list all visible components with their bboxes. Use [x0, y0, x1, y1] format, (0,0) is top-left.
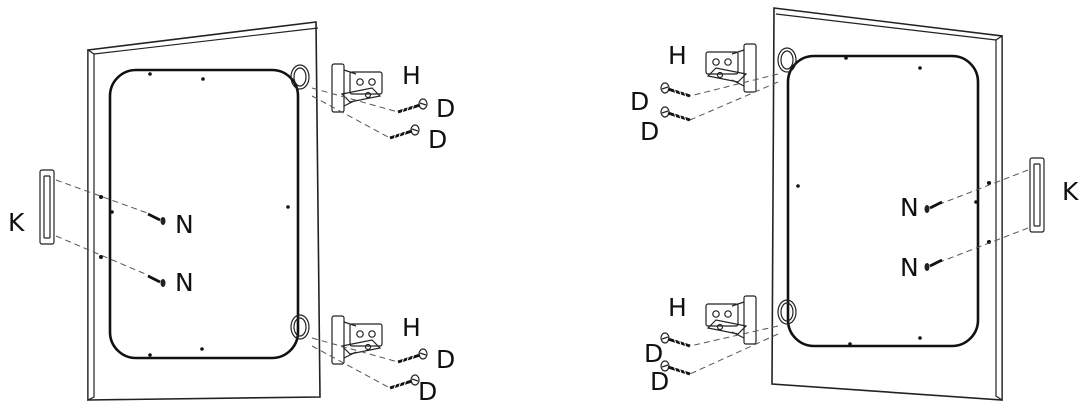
screw-d-label: D: [630, 87, 649, 116]
screw-d-label: D: [436, 345, 455, 374]
hinge-label: H: [402, 313, 421, 342]
wood-screw-icon: [396, 97, 429, 115]
screw-n-label: N: [900, 253, 919, 282]
right-handle: [1029, 157, 1045, 233]
hinge-icon: [705, 43, 757, 93]
handle-label: K: [8, 208, 25, 237]
wood-screw-icon: [659, 105, 692, 123]
screw-d-label: D: [650, 367, 669, 396]
right-door-panel-groove: [786, 54, 980, 348]
hinge-label: H: [668, 293, 687, 322]
screw-d-label: D: [418, 377, 437, 406]
screw-d-label: D: [428, 125, 447, 154]
wood-screw-icon: [388, 373, 421, 391]
hinge-icon: [331, 315, 383, 365]
hinge-label: H: [402, 61, 421, 90]
hinge-label: H: [668, 41, 687, 70]
screw-d-label: D: [436, 94, 455, 123]
wood-screw-icon: [659, 331, 692, 349]
hinge-icon: [705, 295, 757, 345]
screw-n-label: N: [175, 268, 194, 297]
hinge-cup-hole: [777, 299, 797, 325]
screw-n-label: N: [175, 210, 194, 239]
wood-screw-icon: [396, 347, 429, 365]
hinge-cup-hole: [290, 64, 310, 90]
hinge-cup-hole: [290, 314, 310, 340]
handle-label: K: [1062, 177, 1079, 206]
screw-d-label: D: [644, 339, 663, 368]
wood-screw-icon: [388, 123, 421, 141]
screw-n-label: N: [900, 193, 919, 222]
hinge-icon: [331, 63, 383, 113]
left-handle: [39, 169, 55, 245]
left-door: [87, 21, 321, 401]
screw-d-label: D: [640, 117, 659, 146]
wood-screw-icon: [659, 81, 692, 99]
hinge-cup-hole: [777, 47, 797, 73]
right-door: [771, 7, 1003, 402]
left-door-panel-groove: [108, 68, 300, 360]
